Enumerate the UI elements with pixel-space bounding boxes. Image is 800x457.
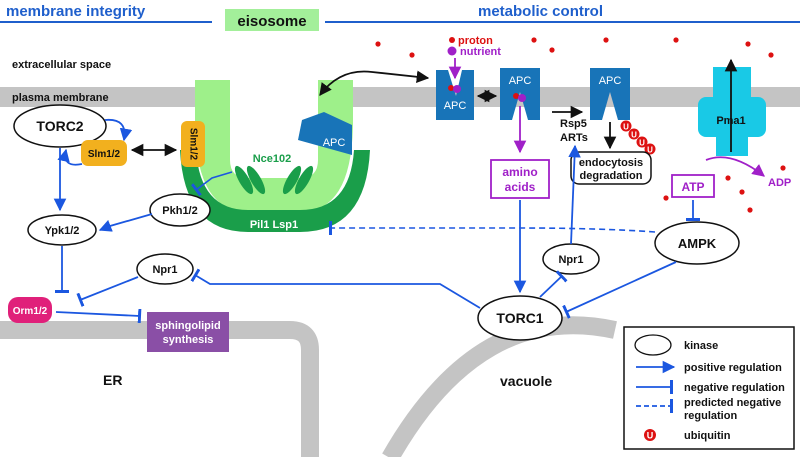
slm12-right-label: Slm1/2 bbox=[187, 128, 198, 161]
eisosome-invagination bbox=[195, 80, 353, 212]
apc-transporter-1 bbox=[436, 70, 474, 120]
slm12-left-node bbox=[81, 140, 127, 166]
npr1-inhibits-orm-line bbox=[76, 276, 139, 307]
npr1-to-arts-arrow bbox=[568, 144, 581, 245]
pma1-body bbox=[698, 97, 766, 137]
atp-label: ATP bbox=[681, 180, 704, 194]
apc-eisosome-shape bbox=[298, 112, 352, 155]
header-membrane-integrity: membrane integrity bbox=[6, 3, 146, 20]
torc2-to-slm-arrow bbox=[104, 118, 133, 142]
vacuole-membrane bbox=[382, 316, 617, 457]
pkh-to-ypk-arrow bbox=[98, 213, 153, 232]
ubiquitin-mark-4: U bbox=[647, 146, 653, 155]
ampk-predicted-inhibition-line bbox=[329, 221, 656, 235]
torc1-label: TORC1 bbox=[496, 310, 543, 326]
apc-3-label: APC bbox=[599, 75, 622, 87]
endocytosis-line1: endocytosis bbox=[579, 157, 643, 169]
apc-transporter-2 bbox=[500, 68, 540, 120]
npr1-left-label: Npr1 bbox=[152, 264, 177, 276]
ampk-label: AMPK bbox=[678, 236, 717, 251]
ypk12-node bbox=[27, 214, 97, 246]
nutrient-bound-icon bbox=[453, 85, 461, 93]
pkh12-node bbox=[149, 193, 211, 227]
nce102-label: Nce102 bbox=[253, 153, 292, 165]
endocytosis-degradation-box bbox=[570, 151, 652, 185]
apc-2-label: APC bbox=[509, 75, 532, 87]
apc-eisosome-label: APC bbox=[323, 137, 346, 149]
orm-inhibits-sphingolipid-line bbox=[55, 308, 142, 324]
torc2-label: TORC2 bbox=[36, 118, 83, 134]
proton-label: proton bbox=[458, 35, 493, 47]
torc2-node bbox=[13, 104, 107, 148]
atp-box bbox=[671, 174, 715, 198]
ampk-node bbox=[654, 221, 740, 265]
legend-negative-label: negative regulation bbox=[684, 382, 785, 394]
ubiquitin-mark-2: U bbox=[631, 131, 637, 140]
pma1-upper bbox=[713, 67, 751, 97]
er-membrane bbox=[0, 321, 319, 457]
legend-ubiquitin-label: ubiquitin bbox=[684, 430, 731, 442]
endocytosis-line2: degradation bbox=[580, 170, 643, 182]
slm12-left-label: Slm1/2 bbox=[88, 149, 121, 160]
apc-1-label: APC bbox=[444, 100, 467, 112]
vacuole-label: vacuole bbox=[500, 373, 552, 389]
amino-acids-line2: acids bbox=[505, 180, 536, 194]
extracellular-space-label: extracellular space bbox=[12, 59, 111, 71]
proton-inside-icon bbox=[513, 93, 519, 99]
torc1-inhibits-npr1-line bbox=[539, 270, 568, 298]
pma1-lower bbox=[716, 136, 748, 156]
eisosome-header-box bbox=[225, 9, 319, 31]
orm12-node bbox=[8, 297, 52, 323]
legend-positive-label: positive regulation bbox=[684, 362, 782, 374]
orm12-label: Orm1/2 bbox=[13, 306, 48, 317]
atp-hydrolysis-arrow bbox=[705, 156, 765, 177]
nutrient-inside-icon bbox=[518, 94, 526, 102]
legend-predicted-line2: regulation bbox=[684, 410, 737, 422]
npr1-right-label: Npr1 bbox=[558, 254, 583, 266]
proton-scatter-icons bbox=[375, 37, 786, 213]
slm-to-torc2-arrow bbox=[57, 148, 83, 166]
sphingolipid-line1: sphingolipid bbox=[155, 320, 220, 332]
proton-bound-icon bbox=[448, 85, 454, 91]
arts-label: ARTs bbox=[560, 132, 588, 144]
ubiquitin-mark-3: U bbox=[639, 139, 645, 148]
sphingolipid-line2: synthesis bbox=[163, 334, 214, 346]
nutrient-icon bbox=[447, 46, 457, 56]
pkh12-label: Pkh1/2 bbox=[162, 205, 197, 217]
legend-predicted-line1: predicted negative bbox=[684, 397, 781, 409]
er-label: ER bbox=[103, 372, 122, 388]
nutrient-label: nutrient bbox=[460, 46, 501, 58]
apc-relocation-arrow bbox=[319, 70, 430, 97]
nce102-icon bbox=[234, 165, 314, 195]
ampk-inhibits-torc1-line bbox=[562, 261, 677, 319]
rsp5-label: Rsp5 bbox=[560, 118, 587, 130]
nce102-inhibits-pkh-line bbox=[191, 171, 233, 197]
header-eisosome: eisosome bbox=[237, 13, 306, 30]
plasma-membrane-label: plasma membrane bbox=[12, 92, 109, 104]
legend-ubiquitin-mark: U bbox=[647, 431, 654, 441]
proton-icon bbox=[449, 37, 455, 43]
ubiquitin-mark-1: U bbox=[623, 123, 629, 132]
amino-acids-line1: amino bbox=[502, 165, 537, 179]
ubiquitin-chain-icon bbox=[620, 120, 656, 155]
header-metabolic-control: metabolic control bbox=[478, 3, 603, 20]
sphingolipid-synthesis-box bbox=[147, 312, 229, 352]
legend-kinase-icon bbox=[634, 334, 672, 356]
torc1-node bbox=[477, 295, 563, 341]
adp-label: ADP bbox=[768, 177, 791, 189]
torc1-inhibits-npr1-left-line bbox=[190, 268, 481, 309]
pil1-lsp1-coat bbox=[180, 150, 370, 232]
ypk12-label: Ypk1/2 bbox=[45, 225, 80, 237]
legend-ubiquitin-icon bbox=[644, 429, 656, 441]
slm12-right-node bbox=[181, 121, 205, 167]
amino-acids-box bbox=[490, 159, 550, 199]
pil1-lsp1-label: Pil1 Lsp1 bbox=[250, 219, 298, 231]
legend-kinase-label: kinase bbox=[684, 340, 718, 352]
apc-transporter-3 bbox=[590, 68, 630, 120]
plasma-membrane-left bbox=[0, 87, 195, 107]
